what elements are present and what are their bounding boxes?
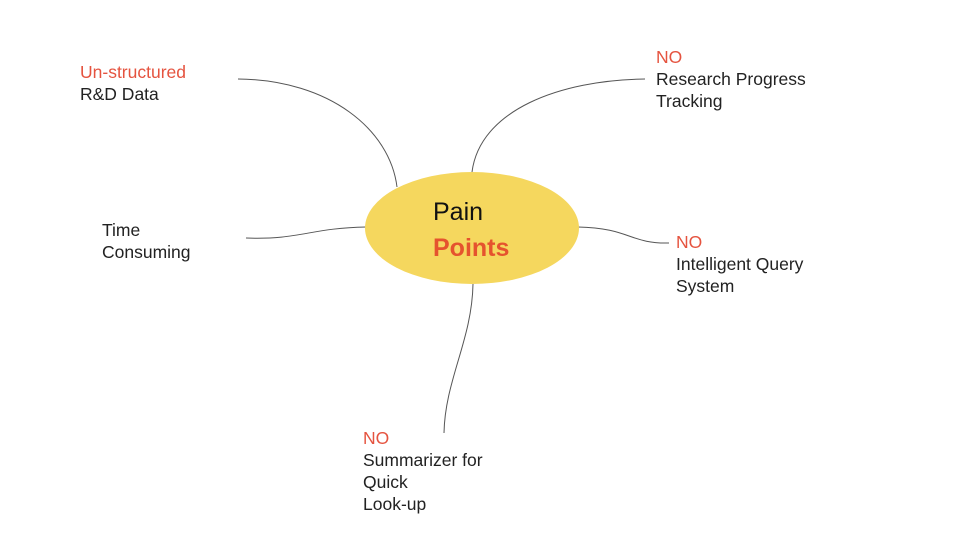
center-title-line2: Points xyxy=(433,234,510,262)
node-label: Summarizer for xyxy=(363,450,483,470)
node-accent: NO xyxy=(676,232,703,252)
node-label: Quick xyxy=(363,472,408,492)
node-label: Tracking xyxy=(656,91,723,111)
node-unstructured: Un-structured R&D Data xyxy=(80,61,186,105)
node-summarizer: NO Summarizer for Quick Look-up xyxy=(363,427,483,515)
node-accent: NO xyxy=(363,428,390,448)
node-accent: NO xyxy=(656,47,683,67)
connector-unstructured xyxy=(237,78,398,188)
connector-summarizer xyxy=(443,283,474,434)
center-title-line1: Pain xyxy=(433,198,484,226)
node-label: R&D Data xyxy=(80,84,159,104)
connector-time-consuming xyxy=(245,226,367,239)
node-label: Consuming xyxy=(102,242,191,262)
connector-query-system xyxy=(577,226,670,244)
node-accent: Un-structured xyxy=(80,62,187,82)
node-label: Intelligent Query xyxy=(676,254,804,274)
node-research-tracking: NO Research Progress Tracking xyxy=(656,46,806,112)
node-label: Time xyxy=(102,220,141,240)
connector-research-tracking xyxy=(471,78,646,173)
center-title: Pain Points xyxy=(433,194,509,266)
node-time-consuming: Time Consuming xyxy=(102,219,191,263)
node-label: System xyxy=(676,276,735,296)
center-bubble xyxy=(365,172,579,284)
node-label: Look-up xyxy=(363,494,427,514)
node-query-system: NO Intelligent Query System xyxy=(676,231,803,297)
node-label: Research Progress xyxy=(656,69,806,89)
